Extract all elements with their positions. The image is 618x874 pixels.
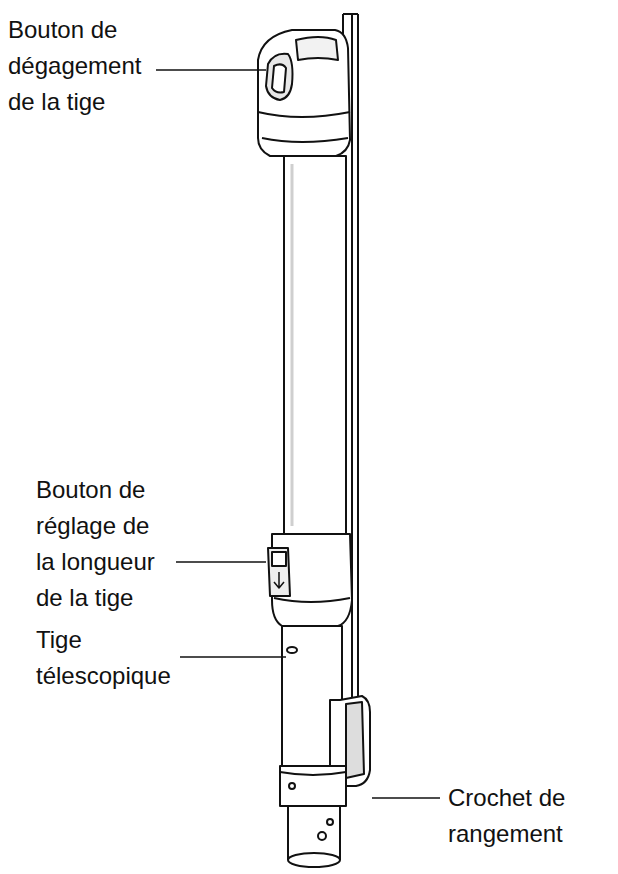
ring-hole	[289, 783, 295, 789]
part-label: Crochet de rangement	[448, 780, 583, 852]
part-label: Bouton de réglage de la longueur de la t…	[36, 472, 168, 616]
length-button	[272, 552, 286, 566]
leader-line	[156, 69, 266, 71]
end-opening	[288, 853, 340, 867]
part-label: Tige télescopique	[36, 622, 186, 694]
end-hole	[318, 832, 326, 840]
release-button	[266, 54, 293, 100]
head-seam	[258, 112, 350, 117]
head-seam	[262, 138, 348, 142]
length-button	[268, 548, 290, 596]
tube-hole	[287, 647, 297, 653]
end-tube	[288, 806, 340, 860]
part-label: Bouton de dégagement de la tige	[8, 12, 158, 120]
arrow-symbol	[274, 572, 284, 588]
leader-line	[372, 797, 440, 799]
leader-line	[180, 656, 286, 658]
release-button	[272, 64, 286, 92]
tube-shading	[291, 164, 294, 526]
upper-tube	[284, 156, 346, 534]
tube-ring	[280, 766, 346, 806]
collar-seam	[274, 598, 350, 602]
storage-hook	[346, 702, 364, 778]
ring-seam	[280, 772, 346, 775]
leader-line	[176, 561, 266, 563]
end-hole	[327, 819, 333, 825]
head-top	[296, 37, 338, 60]
head-piece	[258, 30, 350, 156]
